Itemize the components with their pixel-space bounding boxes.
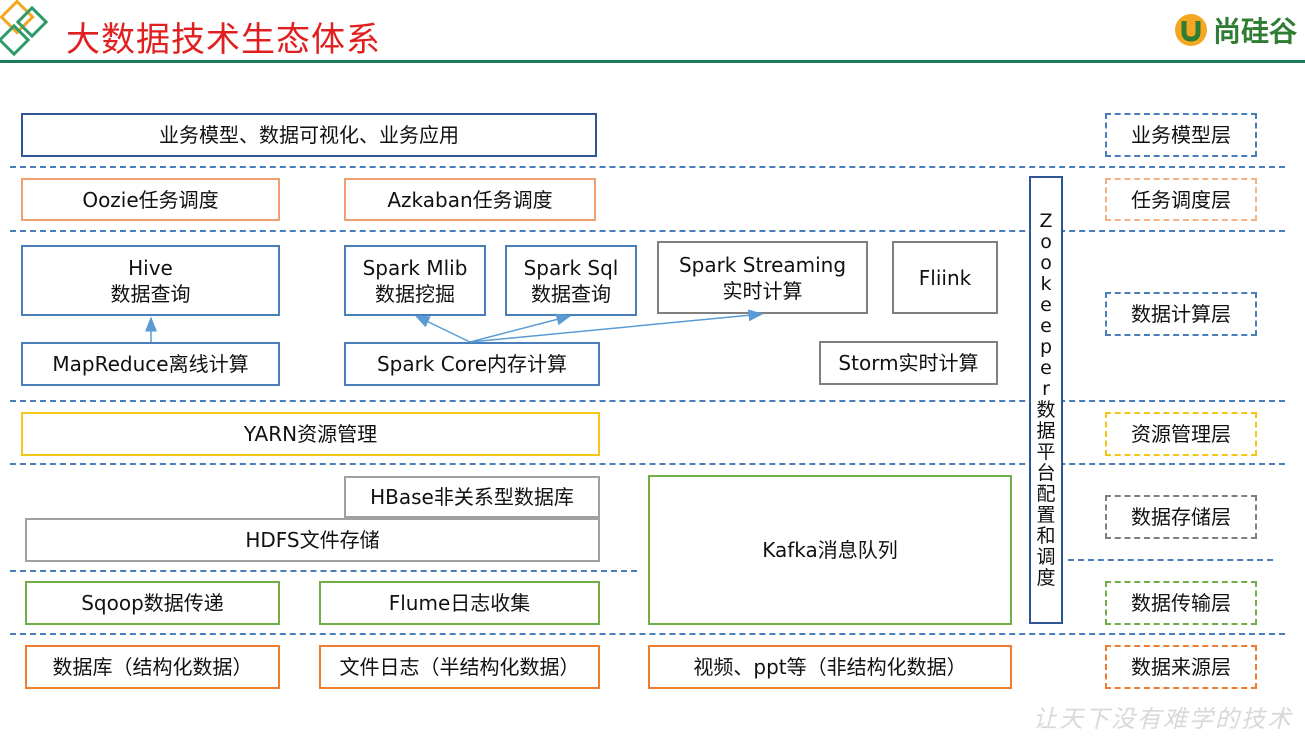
separator-line: [10, 400, 1285, 402]
layer-label-business: 业务模型层: [1105, 113, 1257, 157]
logo-text: 尚硅谷: [1212, 15, 1297, 48]
hive-box: Hive 数据查询: [21, 245, 280, 316]
azkaban-box: Azkaban任务调度: [344, 178, 596, 221]
zookeeper-char: 和: [1036, 525, 1056, 547]
zookeeper-char: Z: [1039, 210, 1053, 232]
header-rule: [0, 60, 1305, 63]
separator-line: [10, 463, 1285, 465]
zookeeper-char: 配: [1036, 483, 1056, 505]
hbase-box: HBase非关系型数据库: [344, 476, 600, 518]
zookeeper-char: o: [1040, 252, 1052, 274]
logo-icon: [1174, 14, 1207, 46]
storm-box: Storm实时计算: [819, 341, 998, 385]
zookeeper-char: e: [1040, 294, 1052, 316]
layer-label-source: 数据来源层: [1105, 645, 1257, 689]
flink-box: Fliink: [892, 241, 998, 314]
zookeeper-char: o: [1040, 231, 1052, 253]
spark-mlib-box: Spark Mlib 数据挖掘: [344, 245, 486, 316]
zookeeper-char: e: [1040, 357, 1052, 379]
zookeeper-char: k: [1040, 273, 1052, 295]
arrow-sparkcore-to-streaming: [469, 309, 764, 343]
separator-line: [1068, 559, 1273, 561]
zookeeper-char: 台: [1036, 462, 1056, 484]
zookeeper-char: 度: [1036, 567, 1056, 589]
header-decoration-icon: [0, 0, 49, 57]
layer-label-transport: 数据传输层: [1105, 581, 1257, 625]
zookeeper-char: 据: [1036, 420, 1056, 442]
zookeeper-char: 数: [1036, 399, 1056, 421]
spark-sql-box: Spark Sql 数据查询: [505, 245, 637, 316]
spark-streaming-box: Spark Streaming 实时计算: [657, 241, 868, 314]
business-apps-box: 业务模型、数据可视化、业务应用: [21, 113, 597, 157]
flume-box: Flume日志收集: [319, 581, 600, 625]
mapreduce-box: MapReduce离线计算: [21, 342, 280, 386]
kafka-box: Kafka消息队列: [648, 475, 1012, 625]
zookeeper-box: Z o o k e e p e r 数 据 平 台 配 置 和 调 度: [1029, 176, 1063, 624]
zookeeper-char: 置: [1036, 504, 1056, 526]
watermark-text: 让天下没有难学的技术: [1033, 705, 1293, 733]
zookeeper-char: r: [1042, 378, 1050, 400]
separator-line: [10, 166, 1285, 168]
separator-line: [10, 633, 1285, 635]
brand-logo: 尚硅谷: [1173, 10, 1297, 50]
layer-label-scheduling: 任务调度层: [1105, 178, 1257, 221]
arrow-sparkcore-to-sql: [469, 313, 572, 343]
separator-line: [10, 570, 637, 572]
yarn-box: YARN资源管理: [21, 412, 600, 456]
zookeeper-char: 调: [1036, 546, 1056, 568]
spark-core-box: Spark Core内存计算: [344, 342, 600, 386]
arrow-sparkcore-to-mlib: [414, 315, 471, 343]
layer-label-resource: 资源管理层: [1105, 412, 1257, 456]
separator-line: [10, 230, 1285, 232]
oozie-box: Oozie任务调度: [21, 178, 280, 221]
layer-label-compute: 数据计算层: [1105, 292, 1257, 336]
zookeeper-char: 平: [1036, 441, 1056, 463]
zookeeper-char: p: [1039, 336, 1053, 358]
page-title: 大数据技术生态体系: [66, 20, 381, 60]
hdfs-box: HDFS文件存储: [25, 518, 600, 562]
sqoop-box: Sqoop数据传递: [25, 581, 280, 625]
zookeeper-char: e: [1040, 315, 1052, 337]
database-box: 数据库（结构化数据）: [25, 645, 280, 689]
file-logs-box: 文件日志（半结构化数据）: [319, 645, 600, 689]
layer-label-storage: 数据存储层: [1105, 495, 1257, 539]
video-box: 视频、ppt等（非结构化数据）: [648, 645, 1012, 689]
